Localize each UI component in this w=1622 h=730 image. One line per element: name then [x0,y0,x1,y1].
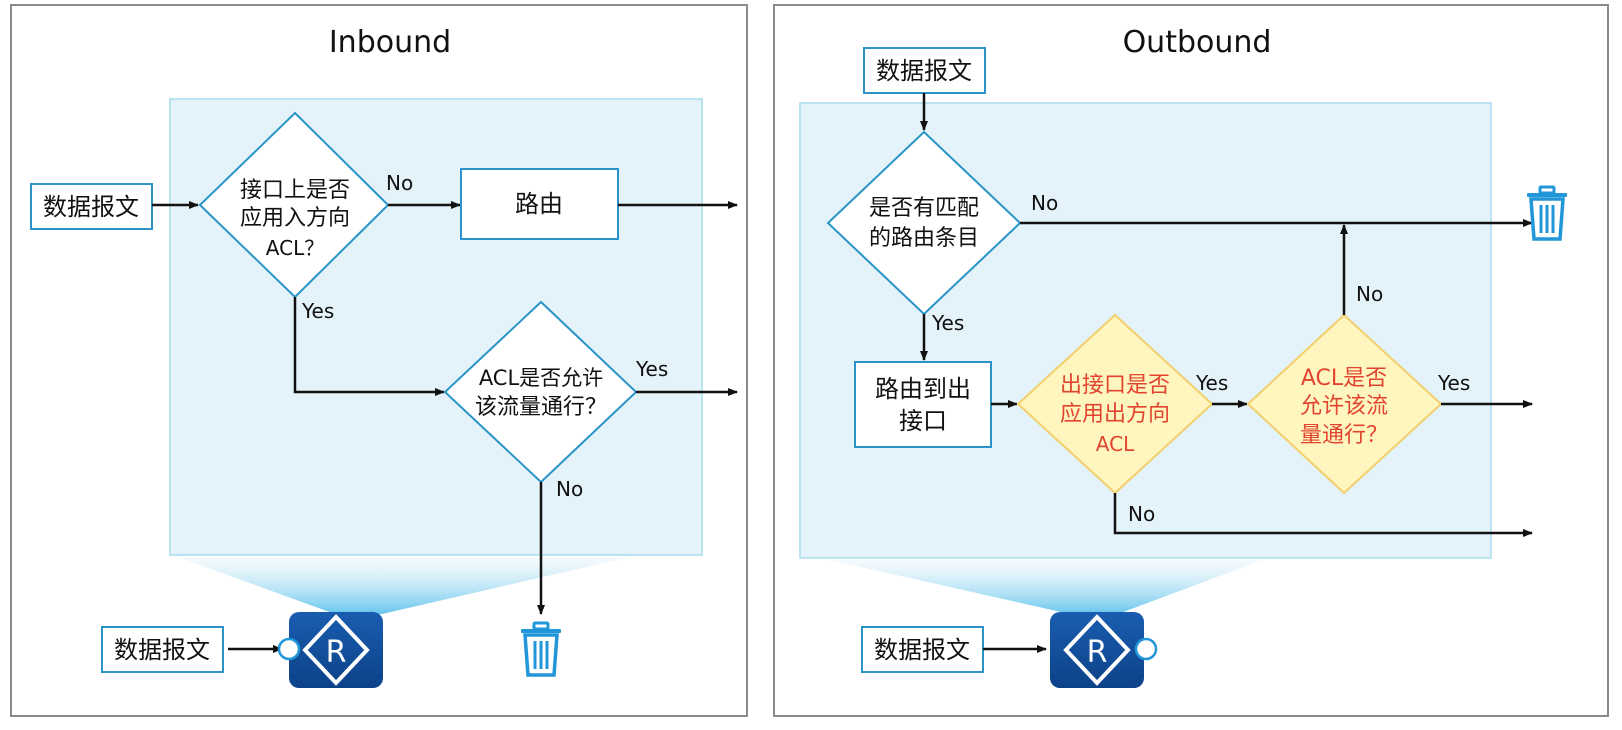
inbound-arrow-q1-yes [293,297,445,396]
outbound-q2-line1: 出接口是否 [1060,373,1170,398]
outbound-q3-line3: 量通行？ [1300,423,1388,448]
inbound-packet-label: 数据报文 [43,193,139,221]
outbound-no-label-1: No [1031,191,1058,215]
outbound-panel: Outbound 数据报文 是否有匹配 的路由条目 No Yes 路由到出 接口 [773,4,1609,717]
outbound-q2-line2: 应用出方向 [1060,402,1170,427]
outbound-yes-label-1: Yes [931,311,964,335]
outbound-beam [830,560,1262,614]
outbound-route-out-line2: 接口 [899,407,947,435]
inbound-q2-line1: ACL是否允许 [479,366,603,390]
outbound-q1-line2: 的路由条目 [869,226,979,251]
outbound-route-out-line1: 路由到出 [875,375,971,403]
outbound-q1-line1: 是否有匹配 [869,196,979,221]
inbound-q2-line2: 该流量通行？ [475,395,607,420]
outbound-yes-label-3: Yes [1437,371,1470,395]
outbound-router-packet-label: 数据报文 [874,636,970,664]
outbound-router-icon: R [1050,612,1158,688]
inbound-title: Inbound [329,25,451,60]
inbound-beam [178,557,630,614]
outbound-router-packet-box [861,626,984,673]
outbound-trash-icon [1527,185,1567,241]
outbound-q3-line1: ACL是否 [1301,366,1387,391]
inbound-packet-box [30,183,153,230]
outbound-router-letter: R [1087,635,1108,670]
inbound-router-letter: R [326,635,347,670]
outbound-packet-label: 数据报文 [876,57,972,85]
outbound-q3-line2: 允许该流 [1300,394,1388,419]
outbound-packet-box [863,47,986,94]
outbound-title: Outbound [1123,25,1272,60]
outbound-yes-label-2: Yes [1195,371,1228,395]
inbound-no-label-2: No [556,477,583,501]
inbound-yes-label-1: Yes [301,299,334,323]
inbound-no-label-1: No [386,171,413,195]
inbound-q1-line1: 接口上是否 [240,178,350,203]
outbound-q2-line3: ACL [1096,432,1135,456]
inbound-router-icon: R [277,612,383,688]
inbound-panel: Inbound 数据报文 接口上是否 应用入方向 ACL？ No 路由 Yes … [10,4,748,717]
outbound-decision-acl-permit [1246,313,1443,495]
inbound-trash-icon [521,621,561,677]
inbound-router-packet-label: 数据报文 [114,636,210,664]
outbound-no-label-3: No [1356,282,1383,306]
inbound-q1-line3: ACL？ [266,236,324,260]
outbound-arrow-q2-no [1113,493,1533,537]
inbound-yes-label-2: Yes [635,357,668,381]
inbound-routing-label: 路由 [515,190,563,218]
inbound-router-packet-box [101,626,224,673]
outbound-route-out-box [854,361,992,448]
outbound-no-label-2: No [1128,502,1155,526]
inbound-q1-line2: 应用入方向 [240,206,350,231]
